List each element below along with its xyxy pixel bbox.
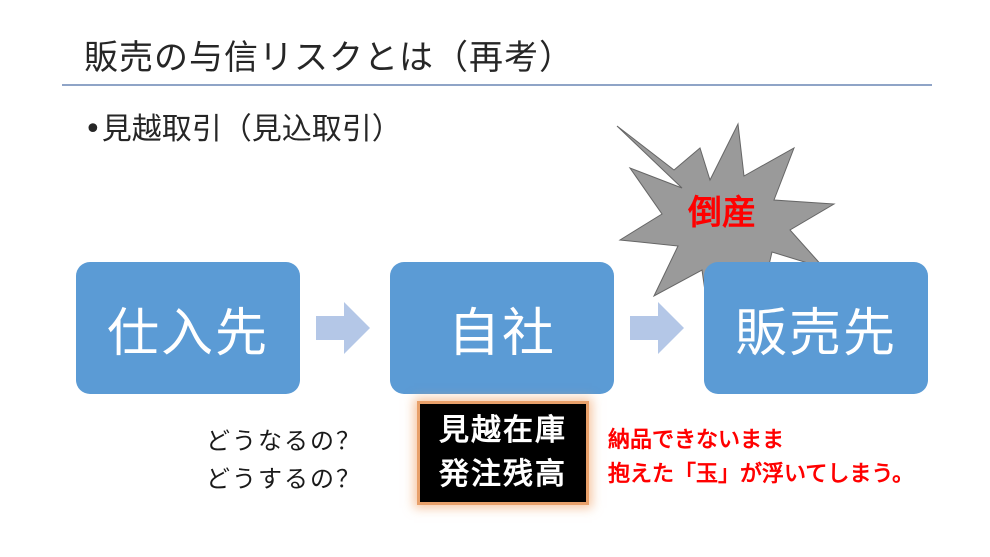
question-text: どうなるの？ どうするの？	[206, 422, 362, 498]
customer-box: 販売先	[704, 262, 928, 394]
own-company-box: 自社	[390, 262, 614, 394]
arrow-right-icon	[630, 302, 684, 354]
title-divider	[62, 84, 932, 86]
slide-title: 販売の与信リスクとは（再考）	[84, 38, 574, 78]
bankruptcy-burst-icon	[616, 122, 836, 327]
question-line-1: どうなるの？	[206, 427, 362, 455]
bullet-point: •見越取引（見込取引）	[84, 112, 402, 147]
question-line-2: どうするの？	[206, 465, 362, 493]
inventory-line-1: 見越在庫	[439, 413, 567, 448]
inventory-box: 見越在庫 発注残高	[420, 404, 586, 502]
arrow-right-icon	[316, 302, 370, 354]
risk-note-line-2: 抱えた「玉」が浮いてしまう。	[608, 462, 915, 487]
inventory-line-2: 発注残高	[439, 457, 567, 492]
risk-note-line-1: 納品できないまま	[608, 428, 785, 453]
risk-note: 納品できないまま 抱えた「玉」が浮いてしまう。	[608, 424, 914, 492]
bankruptcy-label: 倒産	[688, 193, 756, 233]
supplier-box: 仕入先	[76, 262, 300, 394]
